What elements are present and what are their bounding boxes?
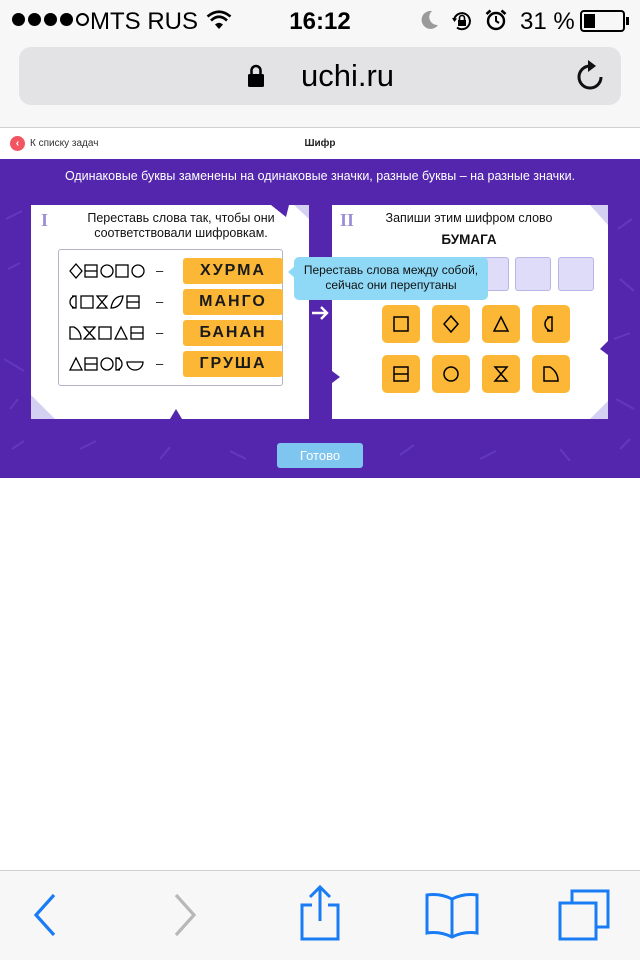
wifi-icon [206, 10, 232, 29]
answer-slot[interactable] [558, 257, 594, 291]
word-chip[interactable]: БАНАН [183, 320, 283, 346]
cipher-row: – ХУРМА [69, 258, 283, 284]
row-dash: – [156, 325, 164, 340]
right-trapezoid-icon [543, 366, 559, 382]
rotation-lock-icon [452, 12, 471, 31]
bookmarks-icon[interactable] [424, 889, 480, 941]
cipher-key-circle[interactable] [432, 355, 470, 393]
task-instruction: Одинаковые буквы заменены на одинаковые … [64, 169, 576, 183]
ready-button[interactable]: Готово [277, 443, 363, 468]
back-to-tasks-link[interactable]: ‹ К списку задач [10, 136, 98, 151]
signal-strength-icon [12, 13, 89, 26]
back-arrow-icon: ‹ [10, 136, 25, 151]
cipher-key-square[interactable] [382, 305, 420, 343]
cipher-row: – ГРУША [69, 351, 283, 377]
url-text[interactable]: uchi.ru [301, 58, 395, 93]
cipher-key-split-square[interactable] [382, 355, 420, 393]
row-dash: – [156, 294, 164, 309]
cipher-symbols-icon [69, 295, 140, 309]
cipher-key-hourglass[interactable] [482, 355, 520, 393]
background-sketch-decoration [3, 210, 635, 462]
cipher-row: – БАНАН [69, 320, 283, 346]
battery-icon [580, 10, 629, 32]
word-chip[interactable]: ХУРМА [183, 258, 283, 284]
clock-time: 16:12 [289, 8, 351, 35]
back-link-label: К списку задач [30, 138, 99, 149]
browser-address-area: uchi.ru [0, 40, 640, 128]
task-area: Одинаковые буквы заменены на одинаковые … [0, 159, 640, 478]
row-dash: – [156, 263, 164, 278]
address-bar[interactable]: uchi.ru [19, 47, 621, 105]
answer-slot[interactable] [515, 257, 551, 291]
browser-toolbar [0, 870, 640, 960]
word-chip[interactable]: МАНГО [183, 289, 283, 315]
back-icon[interactable] [28, 887, 60, 943]
cipher-row: – МАНГО [69, 289, 283, 315]
cipher-key-triangle[interactable] [482, 305, 520, 343]
cipher-key-half-circle[interactable] [532, 305, 570, 343]
diamond-icon [443, 315, 459, 333]
panel-number: I [41, 210, 49, 230]
battery-percentage: 31 % [520, 8, 575, 35]
panel-rearrange-words: I Переставь слова так, чтобы они соответ… [31, 205, 309, 419]
do-not-disturb-moon-icon [421, 10, 438, 29]
cipher-key-trapezoid[interactable] [532, 355, 570, 393]
cipher-symbols-icon [69, 356, 144, 371]
carrier-name: MTS RUS [90, 8, 198, 35]
tabs-icon[interactable] [556, 887, 612, 943]
word-chip[interactable]: ГРУША [183, 351, 283, 377]
target-word: БУМАГА [441, 232, 497, 247]
hourglass-icon [493, 366, 509, 382]
lock-icon [248, 64, 264, 87]
panel-prompt: Запиши этим шифром слово [385, 211, 553, 225]
reload-icon[interactable] [575, 60, 605, 92]
page-title: Шифр [304, 138, 336, 149]
alarm-clock-icon [485, 9, 507, 31]
circle-icon [443, 366, 459, 382]
split-square-icon [393, 366, 409, 382]
tooltip-arrow [288, 265, 296, 279]
panel-write-word: II Запиши этим шифром слово БУМАГА [332, 205, 608, 419]
page-header: ‹ К списку задач Шифр [0, 129, 640, 159]
cipher-key-diamond[interactable] [432, 305, 470, 343]
arrow-right-icon [312, 306, 329, 320]
panel-number: II [340, 210, 355, 230]
hint-tooltip: Переставь слова между собой, сейчас они … [294, 257, 488, 300]
share-icon[interactable] [296, 883, 344, 943]
square-icon [393, 316, 409, 332]
row-dash: – [156, 356, 164, 371]
triangle-icon [492, 315, 510, 332]
cipher-symbols-icon [69, 263, 145, 279]
cipher-symbols-icon [69, 325, 144, 340]
panel-prompt: Переставь слова так, чтобы они соответст… [87, 211, 275, 240]
forward-icon[interactable] [170, 887, 202, 943]
cipher-words-box: – ХУРМА – МАНГО [58, 249, 283, 386]
half-circle-icon [544, 316, 553, 332]
status-bar: MTS RUS 16:12 31 % [0, 0, 640, 40]
